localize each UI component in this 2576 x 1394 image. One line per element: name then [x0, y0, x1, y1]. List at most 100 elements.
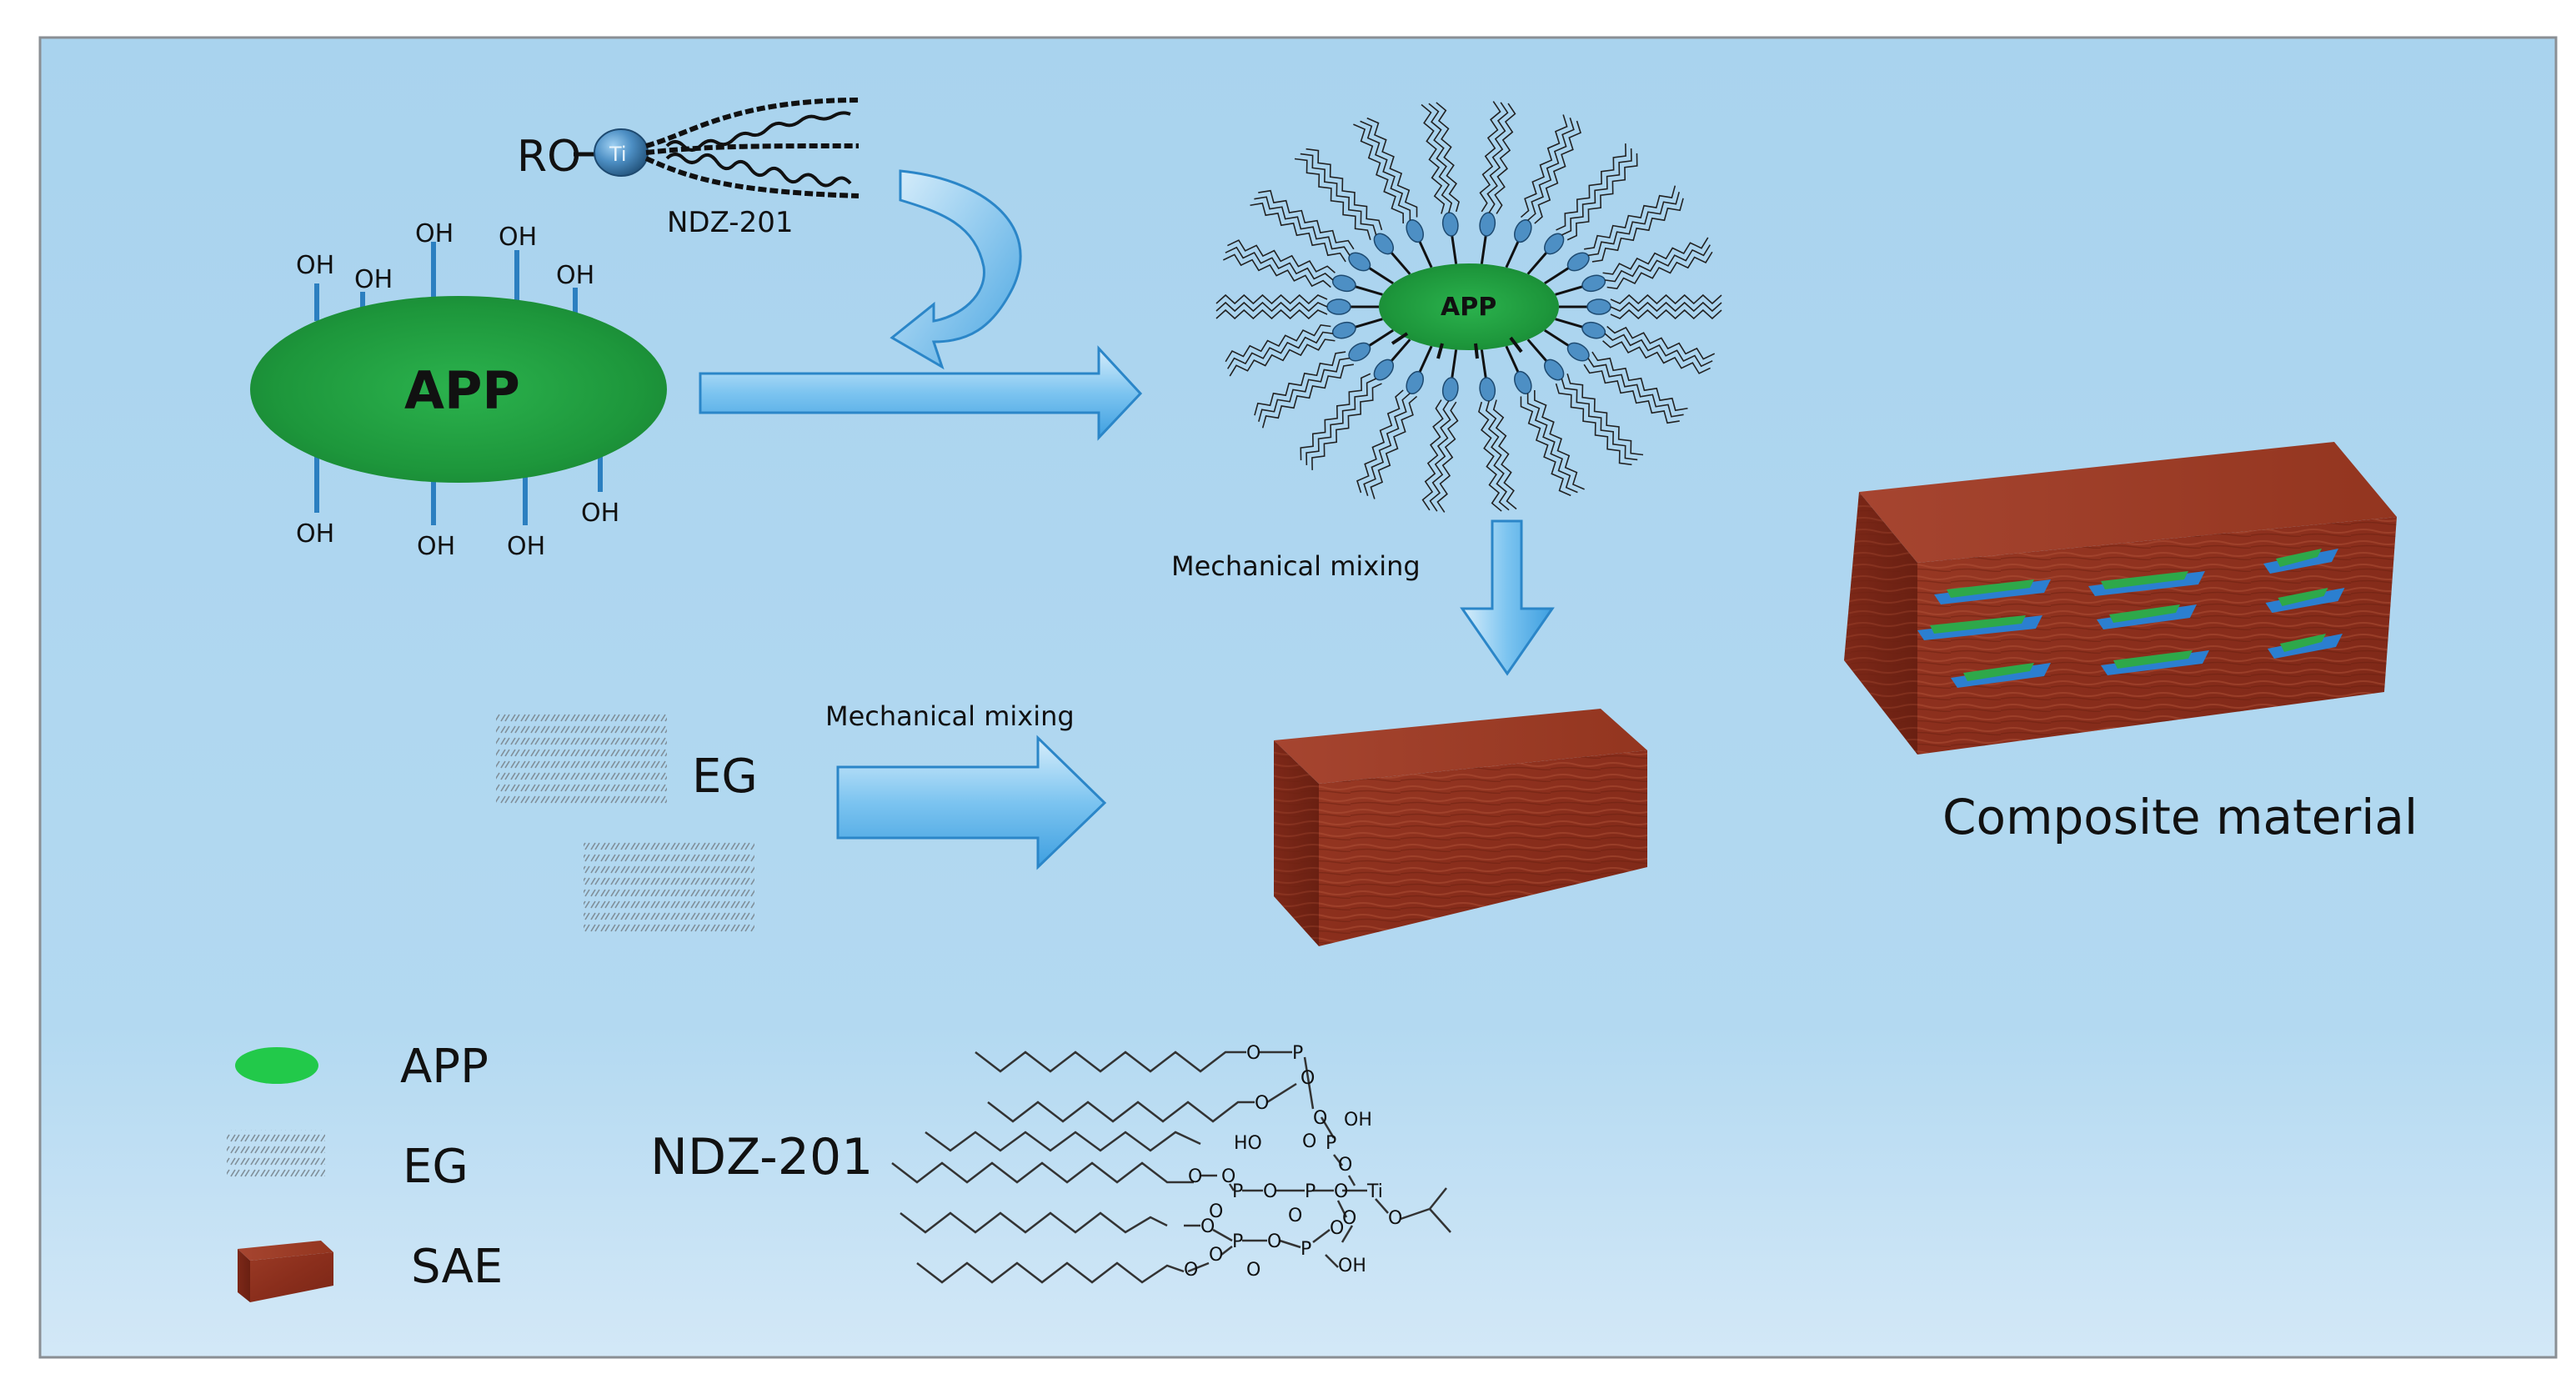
atom-o: O — [1313, 1108, 1327, 1129]
atom-o: O — [1267, 1231, 1281, 1252]
filler-particle — [2097, 604, 2197, 629]
dispersed-fillers — [1917, 549, 2345, 688]
titanate-chain — [1479, 101, 1516, 264]
formula-atom-labels: O P O O O P OH O O HO O O P O P O O O Ti… — [1184, 1043, 1402, 1281]
legend-label-eg: EG — [403, 1140, 469, 1194]
atom-o: O — [1200, 1216, 1215, 1237]
atom-o: O — [1301, 1068, 1315, 1089]
titanate-chain — [1526, 143, 1638, 275]
app-ellipse — [250, 296, 667, 483]
atom-o: O — [1288, 1206, 1302, 1226]
eg-mixing-arrow-icon — [836, 735, 1107, 870]
filler-particle — [2088, 571, 2205, 596]
titanate-chain — [1526, 338, 1644, 466]
titanate-chain — [1254, 328, 1394, 429]
app-particle: APP OH OH OH OH OH OH OH OH OH — [250, 219, 667, 561]
filler-particle — [2265, 588, 2345, 613]
composite-brick — [1844, 442, 2397, 755]
eg-graphite-icon — [496, 713, 754, 934]
modified-app-particle: APP — [1215, 101, 1722, 513]
atom-o: O — [1184, 1260, 1198, 1281]
titanate-chain — [1505, 345, 1585, 497]
atom-p: P — [1301, 1239, 1311, 1260]
atom-o: O — [1388, 1208, 1402, 1229]
ti-small-label: Ti — [609, 143, 627, 166]
oh-label: OH — [417, 532, 455, 561]
oh-label: OH — [581, 499, 619, 528]
titanate-chain — [1559, 293, 1722, 320]
atom-o: O — [1209, 1201, 1223, 1222]
legend-label-sae: SAE — [411, 1240, 503, 1294]
atom-o: O — [1255, 1093, 1269, 1114]
ro-label: RO — [517, 132, 581, 182]
app-modified-label: APP — [1441, 293, 1496, 322]
atom-o: O — [1342, 1208, 1356, 1229]
oh-label: OH — [354, 265, 393, 294]
atom-oh: OH — [1344, 1110, 1372, 1131]
atom-o: O — [1246, 1043, 1260, 1064]
titanate-chain — [1356, 345, 1433, 499]
mixing-top-label: Mechanical mixing — [1171, 550, 1421, 582]
titanate-chain — [1477, 349, 1517, 512]
titanate-chain — [1215, 293, 1379, 320]
atom-p: P — [1232, 1181, 1243, 1202]
atom-o: O — [1302, 1131, 1316, 1152]
atom-p: P — [1232, 1231, 1243, 1252]
ndz201-structure-title: NDZ-201 — [650, 1128, 873, 1186]
atom-o: O — [1330, 1218, 1344, 1239]
atom-p: P — [1326, 1133, 1336, 1154]
atom-o: O — [1209, 1245, 1223, 1266]
titanate-chain — [1222, 239, 1383, 296]
down-arrow-icon — [1460, 519, 1555, 676]
titanate-chain — [1294, 148, 1411, 275]
atom-o: O — [1221, 1166, 1235, 1187]
titanate-chain — [1353, 117, 1433, 268]
titanate-chains — [1215, 101, 1722, 513]
titanate-chain — [1421, 349, 1459, 513]
titanate-chain — [1250, 189, 1394, 285]
atom-oh: OH — [1338, 1256, 1366, 1276]
eg-label: EG — [692, 750, 758, 804]
filler-particle — [1934, 579, 2051, 604]
app-main-label: APP — [404, 360, 520, 421]
graphite-layers-icon — [227, 1130, 325, 1180]
oh-label: OH — [507, 532, 545, 561]
oh-label: OH — [296, 251, 334, 280]
right-arrow-icon — [699, 345, 1143, 441]
ndz201-structural-formula — [891, 1051, 1451, 1284]
titanate-chain — [1555, 318, 1716, 374]
titanate-chain — [1421, 102, 1461, 264]
atom-o: O — [1246, 1260, 1260, 1281]
titanate-chain — [1505, 114, 1581, 268]
filler-particle — [2268, 634, 2343, 659]
legend-label-app: APP — [400, 1040, 489, 1094]
filler-particle — [2263, 549, 2338, 574]
curved-arrow-icon — [890, 169, 1022, 370]
composite-label: Composite material — [1942, 789, 2418, 845]
mixing-left-label: Mechanical mixing — [825, 700, 1075, 732]
atom-o: O — [1263, 1181, 1277, 1202]
atom-ho: HO — [1234, 1133, 1262, 1154]
atom-p: P — [1305, 1181, 1316, 1202]
atom-o: O — [1338, 1155, 1352, 1176]
atom-p: P — [1292, 1043, 1303, 1064]
modified-app-ellipse — [1379, 263, 1559, 350]
titanate-chain — [1225, 318, 1383, 377]
legend: APP EG SAE — [227, 1040, 503, 1302]
filler-particle — [1951, 663, 2051, 688]
oh-label: OH — [296, 519, 334, 549]
atom-o: O — [1188, 1166, 1202, 1187]
titanate-chain — [1300, 338, 1411, 470]
atom-o: O — [1334, 1181, 1348, 1202]
oh-label: OH — [499, 223, 537, 252]
oh-label: OH — [556, 261, 594, 290]
ndz201-molecule-icon: RO Ti NDZ-201 — [517, 98, 860, 239]
oh-label: OH — [415, 219, 454, 248]
filler-particle — [2101, 650, 2209, 675]
titanate-chain — [1544, 185, 1684, 285]
sae-brick — [1274, 709, 1647, 946]
titanate-chain — [1544, 328, 1688, 424]
atom-ti: Ti — [1366, 1181, 1383, 1202]
